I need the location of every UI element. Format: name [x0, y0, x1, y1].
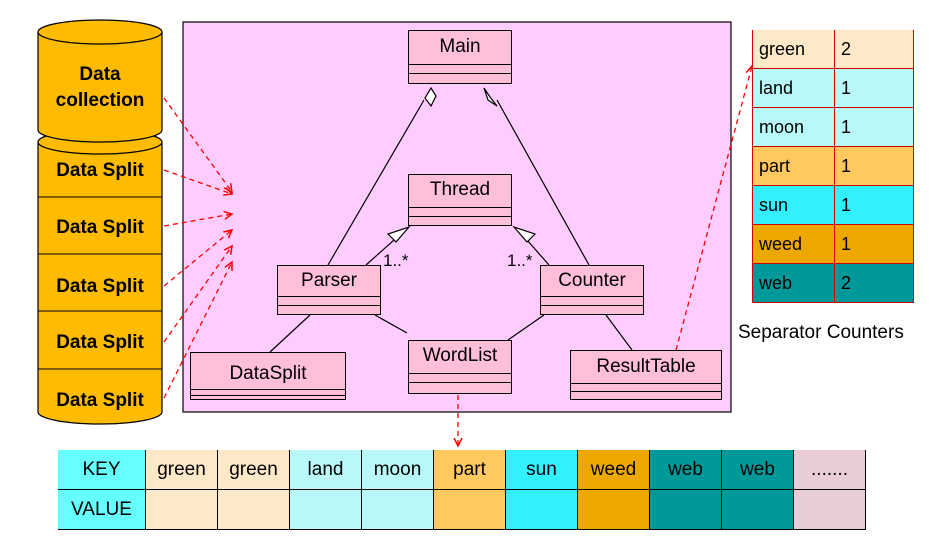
value-cell — [578, 490, 650, 530]
value-row-header: VALUE — [58, 490, 146, 530]
value-cell — [434, 490, 506, 530]
aggregation-diamond-right — [483, 87, 498, 107]
generalization-arrow-right — [512, 225, 537, 243]
uml-class-wordlist[interactable]: WordList — [408, 340, 512, 394]
counter-value: 1 — [834, 69, 914, 108]
counter-key: green — [752, 30, 834, 69]
key-cell: land — [290, 450, 362, 490]
uml-class-main[interactable]: Main — [408, 30, 512, 84]
key-cell: green — [146, 450, 218, 490]
value-cell — [218, 490, 290, 530]
value-cell — [146, 490, 218, 530]
class-name: WordList — [422, 345, 498, 366]
counter-value: 1 — [834, 225, 914, 264]
key-cell: web — [650, 450, 722, 490]
key-cell: moon — [362, 450, 434, 490]
uml-class-resulttable[interactable]: ResultTable — [570, 350, 722, 400]
class-name: DataSplit — [229, 363, 307, 384]
value-cell — [506, 490, 578, 530]
data-split-label: Data Split — [56, 217, 144, 238]
separator-counters-caption: Separator Counters — [738, 322, 904, 343]
uml-class-datasplit[interactable]: DataSplit — [190, 352, 346, 400]
key-cell: green — [218, 450, 290, 490]
counter-key: web — [752, 264, 834, 303]
value-cell — [362, 490, 434, 530]
multiplicity-right: 1..* — [507, 251, 533, 270]
key-row-header: KEY — [58, 450, 146, 490]
key-cell: ....... — [794, 450, 866, 490]
data-split-label: Data Split — [56, 332, 144, 353]
value-cell — [722, 490, 794, 530]
data-cylinder-stack — [37, 19, 163, 425]
counter-key: weed — [752, 225, 834, 264]
data-split-label: Data Split — [56, 160, 144, 181]
counter-value: 2 — [834, 30, 914, 69]
multiplicity-left: 1..* — [383, 251, 409, 270]
counter-value: 1 — [834, 186, 914, 225]
counter-key: land — [752, 69, 834, 108]
value-cell — [290, 490, 362, 530]
class-name: Main — [439, 36, 481, 57]
data-split-label: Data Split — [56, 276, 144, 297]
counter-value: 1 — [834, 108, 914, 147]
counter-key: sun — [752, 186, 834, 225]
key-cell: weed — [578, 450, 650, 490]
value-cell — [650, 490, 722, 530]
class-name: Counter — [558, 270, 626, 291]
uml-class-thread[interactable]: Thread — [408, 174, 512, 226]
class-name: Parser — [301, 270, 357, 291]
value-cell — [794, 490, 866, 530]
key-cell: sun — [506, 450, 578, 490]
data-collection-label: Data collection — [55, 64, 145, 111]
key-cell: part — [434, 450, 506, 490]
uml-class-counter[interactable]: Counter — [540, 265, 644, 315]
counter-value: 2 — [834, 264, 914, 303]
counter-key: part — [752, 147, 834, 186]
counter-value: 1 — [834, 147, 914, 186]
aggregation-diamond-left — [424, 86, 437, 108]
data-flow-arrows — [163, 66, 752, 446]
class-name: Thread — [429, 179, 491, 200]
generalization-arrow-left — [386, 225, 411, 243]
key-cell: web — [722, 450, 794, 490]
counter-key: moon — [752, 108, 834, 147]
data-split-label: Data Split — [56, 390, 144, 411]
uml-class-parser[interactable]: Parser — [277, 265, 381, 315]
class-name: ResultTable — [596, 356, 696, 377]
